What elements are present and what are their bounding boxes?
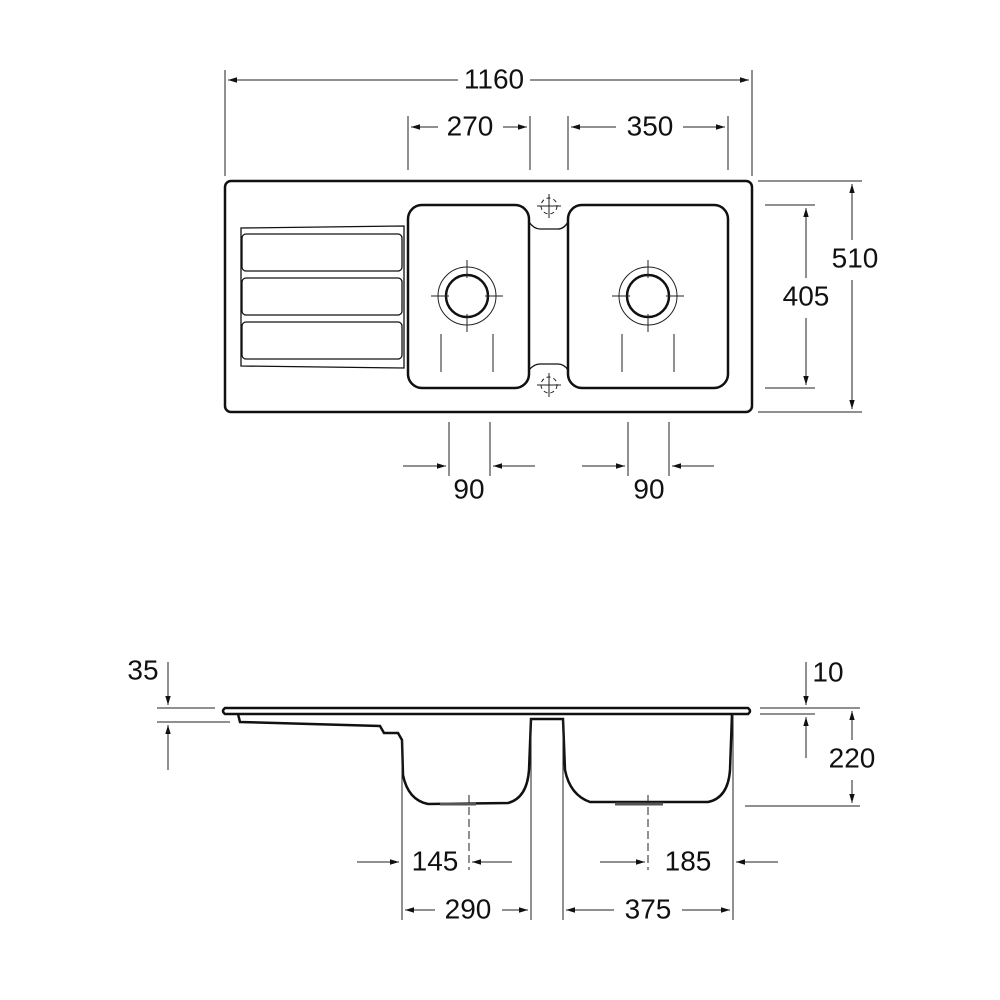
right-bowl-bottom-width-label: 375 bbox=[625, 893, 672, 924]
rim-thickness-label: 10 bbox=[812, 656, 843, 687]
left-bowl-bottom-width-label: 290 bbox=[445, 893, 492, 924]
top-view: 1160 270 350 510 405 90 bbox=[223, 63, 879, 504]
tap-hole-bottom-icon bbox=[537, 373, 561, 397]
center-divider bbox=[528, 221, 569, 371]
left-drain-offset-label: 145 bbox=[412, 845, 459, 876]
bowl-height-label: 220 bbox=[829, 742, 876, 773]
dimensions-side: 35 10 220 145 185 290 bbox=[127, 654, 875, 924]
drainer-grooves bbox=[240, 225, 405, 369]
tap-hole-top-icon bbox=[537, 194, 561, 218]
drainer-height-label: 35 bbox=[127, 654, 158, 685]
sink-section bbox=[236, 713, 734, 806]
left-bowl bbox=[406, 203, 531, 390]
overall-width-label: 1160 bbox=[464, 63, 524, 94]
sink-outline bbox=[223, 179, 754, 414]
overall-depth-label: 510 bbox=[832, 242, 879, 273]
rim bbox=[221, 706, 752, 716]
drain-centerlines bbox=[468, 795, 649, 870]
right-drain-spacing-label: 90 bbox=[633, 473, 664, 504]
dimensions-top: 1160 270 350 510 405 90 bbox=[224, 63, 879, 504]
left-bowl-width-label: 270 bbox=[447, 110, 494, 141]
left-drain-spacing-label: 90 bbox=[453, 473, 484, 504]
right-drain-icon bbox=[612, 260, 684, 372]
side-view: 35 10 220 145 185 290 bbox=[127, 654, 875, 924]
bowl-depth-label: 405 bbox=[783, 280, 830, 311]
left-drain-icon bbox=[431, 260, 503, 372]
right-bowl-width-label: 350 bbox=[627, 110, 674, 141]
right-bowl bbox=[566, 203, 730, 390]
right-drain-offset-label: 185 bbox=[665, 845, 712, 876]
